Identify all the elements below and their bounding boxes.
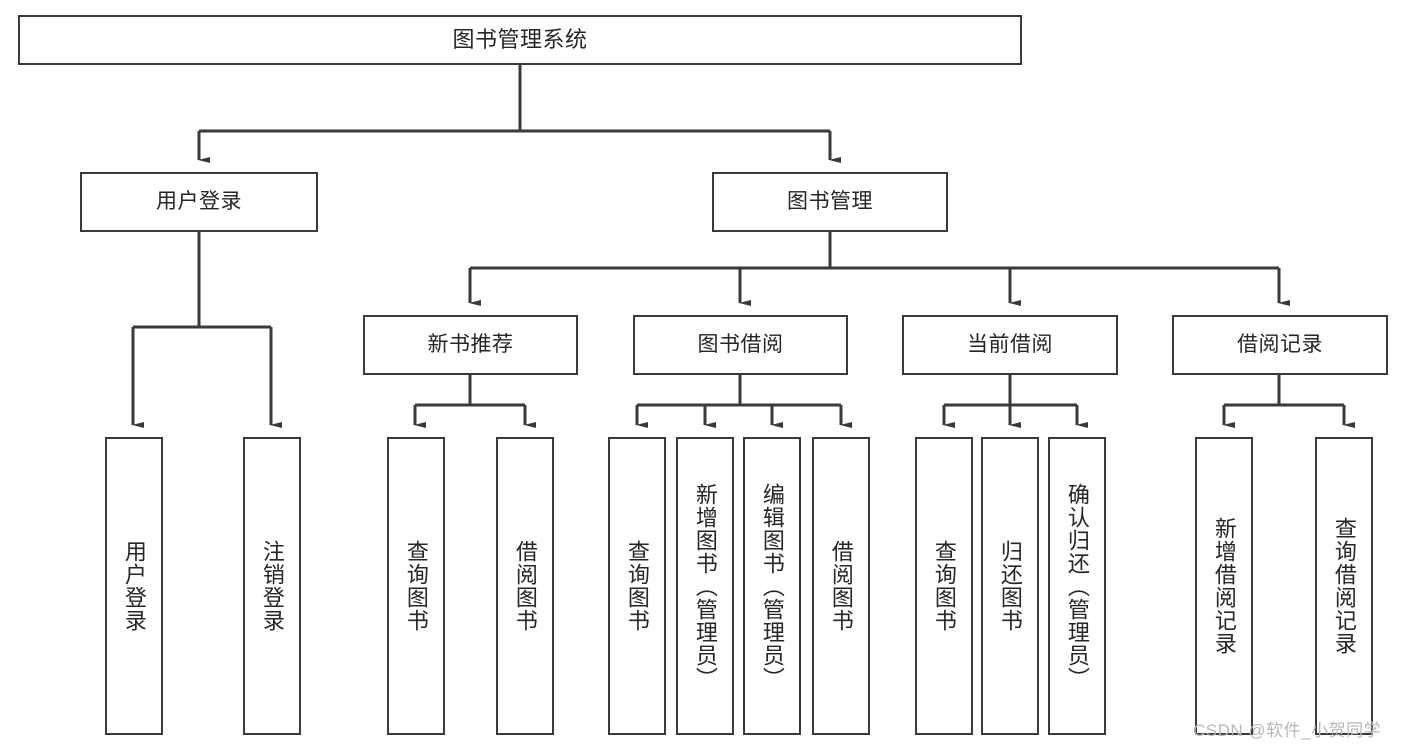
leaf-book-borrow-add-book-admin[interactable]: 新增图书（管理员） <box>676 437 734 735</box>
node-label: 当前借阅 <box>967 332 1053 356</box>
node-label: 图书借阅 <box>697 332 784 356</box>
leaf-new-book-borrow-book[interactable]: 借阅图书 <box>496 437 554 735</box>
node-label: 注销登录 <box>259 540 285 632</box>
leaf-new-book-query-book[interactable]: 查询图书 <box>387 437 445 735</box>
node-label: 图书管理系统 <box>452 27 588 53</box>
leaf-book-borrow-edit-book-admin[interactable]: 编辑图书（管理员） <box>743 437 801 735</box>
node-label: 新增图书（管理员） <box>692 482 718 690</box>
node-root-book-management-system[interactable]: 图书管理系统 <box>18 15 1022 65</box>
node-label: 查询图书 <box>931 540 957 632</box>
leaf-borrow-records-add-record[interactable]: 新增借阅记录 <box>1195 437 1253 735</box>
node-label: 查询图书 <box>403 540 429 632</box>
node-book-borrow[interactable]: 图书借阅 <box>633 315 848 375</box>
node-label: 借阅图书 <box>828 540 854 632</box>
node-label: 查询图书 <box>624 540 650 632</box>
node-label: 用户登录 <box>121 540 147 632</box>
node-label: 确认归还（管理员） <box>1064 482 1090 690</box>
node-new-book-recommend[interactable]: 新书推荐 <box>363 315 578 375</box>
node-label: 借阅记录 <box>1237 332 1323 356</box>
node-label: 新增借阅记录 <box>1211 517 1237 655</box>
node-current-borrow[interactable]: 当前借阅 <box>902 315 1118 375</box>
node-label: 编辑图书（管理员） <box>759 482 785 690</box>
leaf-book-borrow-borrow-book[interactable]: 借阅图书 <box>812 437 870 735</box>
csdn-watermark: CSDN @软件_小贺同学 <box>1193 721 1382 740</box>
leaf-borrow-records-query-record[interactable]: 查询借阅记录 <box>1315 437 1373 735</box>
leaf-user-login-logout[interactable]: 注销登录 <box>243 437 301 735</box>
node-label: 借阅图书 <box>512 540 538 632</box>
node-label: 图书管理 <box>787 189 873 213</box>
node-book-management[interactable]: 图书管理 <box>712 172 948 232</box>
leaf-user-login-login[interactable]: 用户登录 <box>105 437 163 735</box>
leaf-current-borrow-query-book[interactable]: 查询图书 <box>915 437 973 735</box>
leaf-current-borrow-return-book[interactable]: 归还图书 <box>981 437 1039 735</box>
node-borrow-records[interactable]: 借阅记录 <box>1172 315 1388 375</box>
node-label: 新书推荐 <box>427 332 514 356</box>
leaf-current-borrow-confirm-return-admin[interactable]: 确认归还（管理员） <box>1048 437 1106 735</box>
leaf-book-borrow-query-book[interactable]: 查询图书 <box>608 437 666 735</box>
node-label: 查询借阅记录 <box>1331 517 1357 655</box>
node-label: 归还图书 <box>997 540 1023 632</box>
node-user-login[interactable]: 用户登录 <box>80 172 318 232</box>
node-label: 用户登录 <box>156 189 242 213</box>
